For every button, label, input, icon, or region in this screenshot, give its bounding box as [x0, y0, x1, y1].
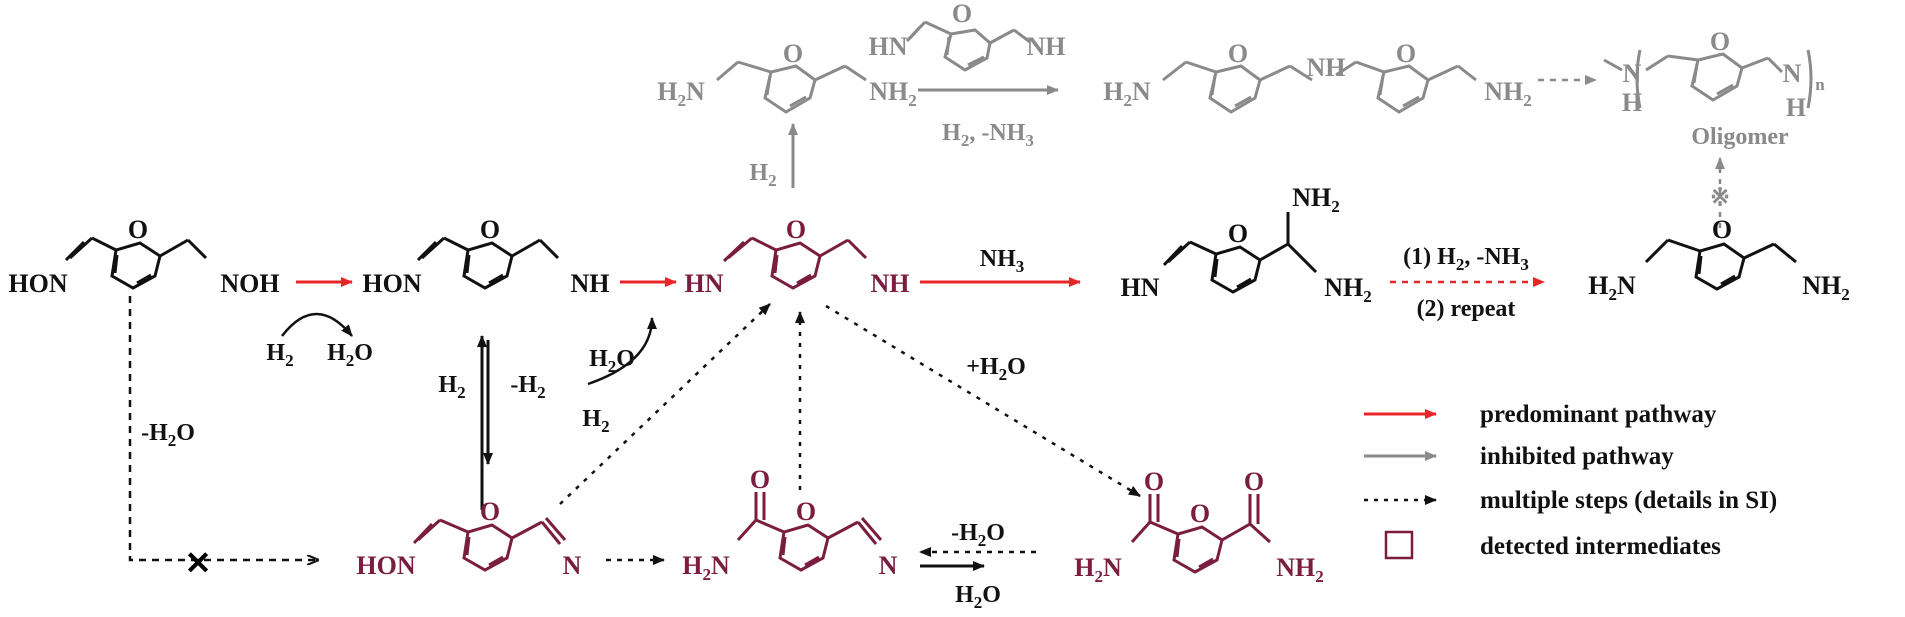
oligomer-repeat-n: n: [1815, 75, 1825, 94]
ring-oxygen: O: [783, 39, 803, 68]
condition-h2: H2: [582, 406, 609, 436]
dimer-secondary-amine: [1162, 60, 1477, 114]
condition-h2o: H2O: [589, 346, 635, 376]
amine-nh2: NH2: [1802, 271, 1850, 304]
ring-oxygen: O: [786, 215, 806, 244]
imine-nh: NH: [571, 269, 610, 298]
oligomer-h: H: [1786, 93, 1806, 122]
oligomer-n: N: [1783, 59, 1802, 88]
oligomer-label: Oligomer: [1691, 124, 1789, 150]
legend-multiple-label: multiple steps (details in SI): [1480, 487, 1777, 514]
multi-step-arrow-to-diimine: [559, 303, 771, 505]
carbonyl-oxygen: O: [1244, 467, 1264, 496]
amine-nh2: NH2: [869, 77, 917, 110]
aminal-intermediate: [1162, 212, 1318, 294]
ring-oxygen: O: [128, 215, 148, 244]
amine-nh2: NH2: [1324, 273, 1372, 306]
amine-nh2: NH2: [1292, 183, 1340, 216]
condition-step2: (2) repeat: [1417, 296, 1516, 322]
furandicarboxamide: [1130, 494, 1272, 574]
amine-h2n: H2N: [1588, 271, 1636, 304]
oxime-hon: HON: [8, 269, 67, 298]
legend-detected-box: [1384, 530, 1414, 560]
furandiimine-gray: [905, 20, 1031, 72]
multi-step-arrow-hydrolysis: [825, 304, 1141, 498]
oligomer-h: H: [1622, 88, 1642, 117]
legend-detected-label: detected intermediates: [1480, 533, 1721, 560]
condition-minus-h2: -H2: [510, 372, 545, 402]
condition-h2-minus-nh3: H2, -NH3: [942, 120, 1034, 150]
oxime-hon: HON: [356, 551, 415, 580]
ring-oxygen: O: [1228, 39, 1248, 68]
carbonyl-oxygen: O: [1144, 467, 1164, 496]
secondary-amine-nh: NH: [1307, 53, 1346, 82]
condition-h2: H2: [438, 372, 465, 402]
amine-nh2: NH2: [1484, 77, 1532, 110]
amide-nh2: NH2: [1276, 553, 1324, 586]
oxime-nitrile-intermediate: [412, 517, 567, 572]
amide-h2n: H2N: [682, 551, 730, 584]
amine-h2n: H2N: [657, 77, 705, 110]
amide-h2n: H2N: [1074, 553, 1122, 586]
bhmf-diamine-gray: [716, 60, 867, 114]
legend-inhibited-label: inhibited pathway: [1480, 443, 1674, 470]
imine-nh: NH: [871, 269, 910, 298]
nitrile-n: N: [879, 551, 898, 580]
amide-nitrile-intermediate: [736, 492, 883, 572]
condition-plus-h2o: +H2O: [966, 354, 1026, 384]
ring-oxygen: O: [480, 215, 500, 244]
oxime-hon: HON: [362, 269, 421, 298]
furandialdoxime: [64, 236, 208, 290]
oxime-imine-intermediate: [416, 236, 560, 290]
oxime-noh: NOH: [220, 269, 279, 298]
condition-minus-h2o: -H2O: [141, 420, 195, 450]
h2o-h2-curved-arrow: [587, 317, 657, 386]
amine-h2n: H2N: [1103, 77, 1151, 110]
imine-hn: HN: [869, 32, 908, 61]
ring-oxygen: O: [1228, 219, 1248, 248]
condition-h2: H2: [749, 160, 776, 190]
furandiimine: [722, 236, 868, 290]
condition-minus-h2o: -H2O: [951, 520, 1005, 550]
condition-h2o: H2O: [327, 340, 373, 370]
condition-h2: H2: [266, 340, 293, 370]
ring-oxygen: O: [796, 497, 816, 526]
legend-predominant-label: predominant pathway: [1480, 401, 1717, 428]
condition-nh3: NH3: [980, 246, 1025, 276]
condition-h2o: H2O: [955, 582, 1001, 612]
dehydration-pathway: [128, 296, 318, 560]
oligomer-n: N: [1623, 59, 1642, 88]
oligomer-structure: [1603, 49, 1813, 109]
ring-oxygen: O: [480, 497, 500, 526]
legend: predominant pathway inhibited pathway mu…: [1364, 401, 1777, 560]
carbonyl-oxygen: O: [750, 465, 770, 494]
h2-h2o-curved-arrow: [281, 312, 353, 337]
nitrile-n: N: [563, 551, 582, 580]
no-reaction-cross: ✕: [185, 545, 212, 581]
condition-step1: (1) H2, -NH3: [1403, 244, 1529, 274]
imine-nh: NH: [1027, 32, 1066, 61]
bhmf-diamine-product: [1644, 238, 1797, 291]
ring-oxygen: O: [1190, 499, 1210, 528]
imine-hn: HN: [685, 269, 724, 298]
ring-oxygen: O: [1710, 27, 1730, 56]
inhibited-mark: ※: [1710, 185, 1730, 211]
imine-hn: HN: [1121, 273, 1160, 302]
ring-oxygen: O: [1396, 39, 1416, 68]
ring-oxygen: O: [1712, 215, 1732, 244]
ring-oxygen: O: [952, 0, 972, 28]
